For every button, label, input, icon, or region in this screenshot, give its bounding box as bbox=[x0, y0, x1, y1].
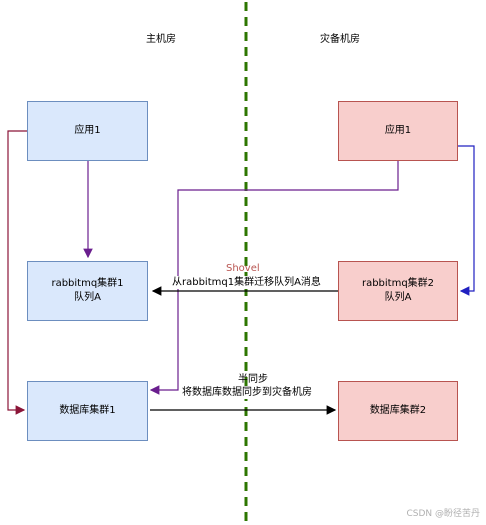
node-mq-primary-queue: 队列A bbox=[74, 292, 101, 303]
edge-shovel-title: Shovel bbox=[226, 263, 260, 274]
node-app-disaster[interactable]: 应用1 bbox=[338, 101, 458, 161]
edge-app-primary-to-db-primary bbox=[7, 130, 27, 415]
node-db-primary-label: 数据库集群1 bbox=[59, 405, 116, 416]
node-app-disaster-label: 应用1 bbox=[384, 125, 412, 136]
node-db-disaster[interactable]: 数据库集群2 bbox=[338, 381, 458, 441]
region-label-disaster: 灾备机房 bbox=[320, 34, 360, 45]
node-mq-disaster[interactable]: rabbitmq集群2 队列A bbox=[338, 261, 458, 321]
node-mq-primary-label: rabbitmq集群1 bbox=[51, 278, 124, 289]
edge-app-disaster-to-db-primary bbox=[149, 161, 399, 395]
node-mq-primary[interactable]: rabbitmq集群1 队列A bbox=[27, 261, 148, 321]
watermark: CSDN @盼径苦丹 bbox=[406, 509, 480, 519]
region-label-primary: 主机房 bbox=[146, 34, 176, 45]
edge-db-sync-title: 半同步 bbox=[238, 374, 268, 385]
edge-app-disaster-to-mq-disaster bbox=[458, 145, 475, 296]
node-mq-disaster-queue: 队列A bbox=[384, 292, 412, 303]
node-db-primary[interactable]: 数据库集群1 bbox=[27, 381, 148, 441]
node-app-primary[interactable]: 应用1 bbox=[27, 101, 148, 161]
edge-shovel-desc: 从rabbitmq1集群迁移队列A消息 bbox=[172, 276, 321, 289]
node-mq-disaster-label: rabbitmq集群2 bbox=[361, 278, 435, 289]
edge-db-sync-desc: 将数据库数据同步到灾备机房 bbox=[182, 386, 312, 399]
node-db-disaster-label: 数据库集群2 bbox=[369, 405, 427, 416]
node-app-primary-label: 应用1 bbox=[74, 125, 101, 136]
